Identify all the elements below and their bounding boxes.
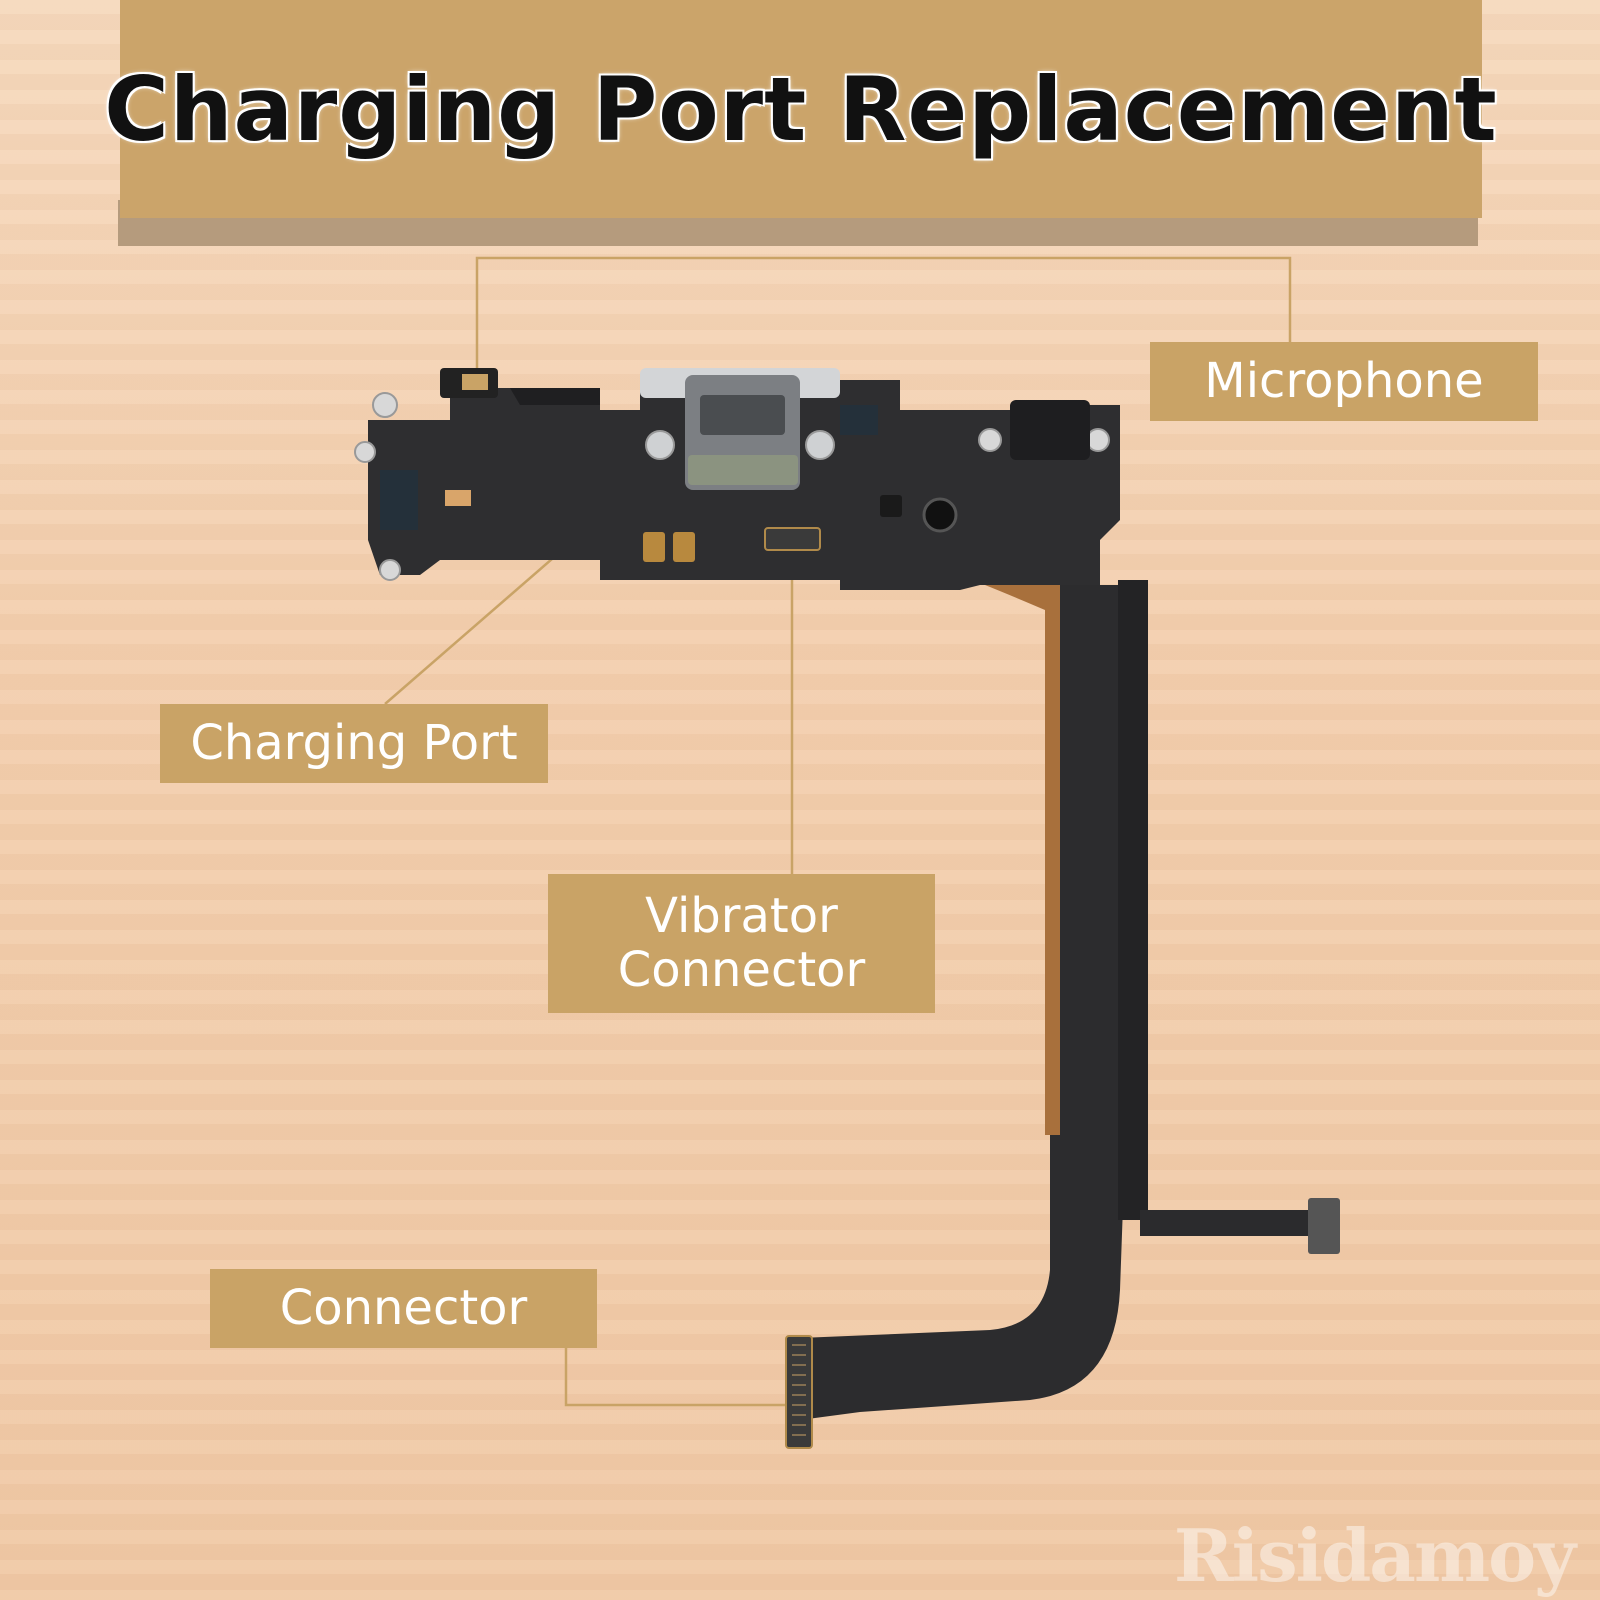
title-banner: Charging Port Replacement: [104, 0, 1497, 218]
connector-leader-line: [564, 1348, 790, 1407]
charging-port-label: Charging Port: [160, 704, 548, 783]
vibrator-connector-label: Vibrator Connector: [548, 874, 935, 1013]
screw-tab-left: [645, 430, 675, 460]
screw-tab-top-left: [372, 392, 398, 418]
bottom-connector: [785, 1335, 813, 1449]
brand-watermark: Risidamoy: [1173, 1513, 1576, 1598]
charging-port-label-text: Charging Port: [190, 714, 518, 771]
component-cluster-left: [380, 470, 418, 530]
microphone-element: [462, 374, 488, 390]
vibrator-connector: [764, 527, 821, 551]
copper-shield: [985, 585, 1060, 1135]
microphone-port: [922, 497, 958, 533]
connector-pins: [792, 1344, 806, 1436]
side-connector: [1308, 1198, 1340, 1254]
microphone-leader-line: [475, 256, 1292, 372]
vibrator-label-line-1: Vibrator: [645, 887, 838, 944]
gold-pad-1: [643, 532, 665, 562]
gold-pad-2: [673, 532, 695, 562]
component-cluster-right: [840, 405, 878, 435]
mic-flex: [510, 388, 600, 405]
screw-tab-bottom-left: [379, 559, 401, 581]
microphone-label: Microphone: [1150, 342, 1538, 421]
page-title: Charging Port Replacement: [104, 57, 1498, 161]
speaker-module: [1010, 400, 1090, 460]
vibrator-label-line-2: Connector: [617, 941, 866, 998]
screw-tab-right-b: [1086, 428, 1110, 452]
microphone-label-text: Microphone: [1204, 352, 1484, 409]
side-arm: [1140, 1210, 1320, 1236]
connector-label: Connector: [210, 1269, 597, 1348]
sensor-chip: [880, 495, 902, 517]
charging-port-opening: [700, 395, 785, 435]
screw-tab-mid-left: [354, 441, 376, 463]
side-flex-cable: [1118, 580, 1148, 1220]
connector-label-text: Connector: [279, 1279, 528, 1336]
screw-tab-right-a: [978, 428, 1002, 452]
screw-tab-right: [805, 430, 835, 460]
port-contacts: [688, 455, 798, 485]
small-gold-pad: [445, 490, 471, 506]
